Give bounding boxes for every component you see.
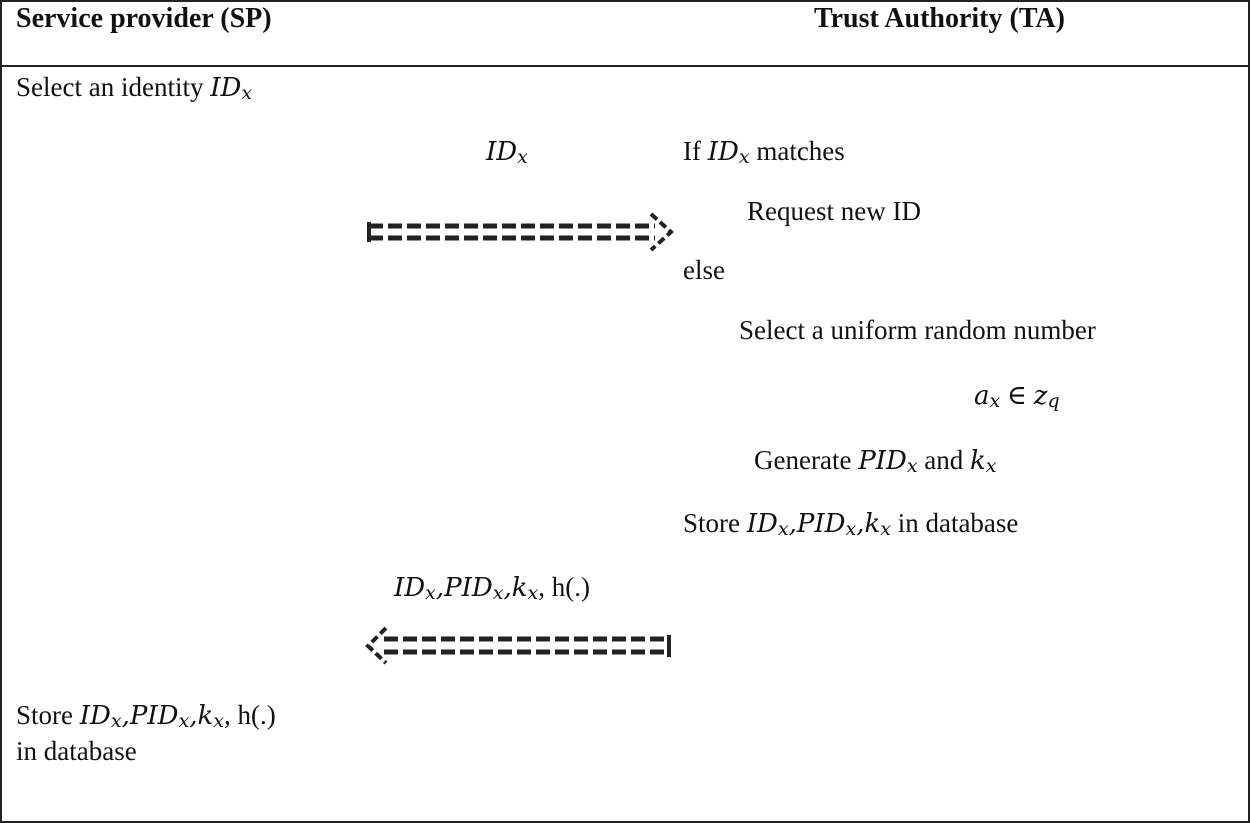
sp-store-hash: h(.) <box>237 700 276 730</box>
ta-in-symbol: ∈ <box>1006 380 1027 410</box>
ta-title: Trust Authority (TA) <box>814 3 1065 34</box>
sp-select-identity: Select an identity IDx <box>16 70 252 107</box>
sp-store: Store IDx,PIDx,kx, h(.) <box>16 700 276 732</box>
msg1-sub: x <box>517 146 528 168</box>
sp-store-prefix: Store <box>16 700 73 730</box>
ta-if-var: ID <box>707 137 739 167</box>
ta-z-var: z <box>1033 381 1048 411</box>
ta-generate: Generate PIDx and kx <box>754 443 997 480</box>
msg2-var-pid: PID <box>444 573 493 603</box>
ta-gen-sub1: x <box>906 455 918 477</box>
ta-store-var-pid: PID <box>796 509 846 539</box>
ta-a-var: a <box>974 381 990 411</box>
msg2-label: IDx,PIDx,kx, h(.) <box>394 572 590 604</box>
ta-store: Store IDx,PIDx,kx in database <box>683 508 1019 540</box>
msg1-var: ID <box>486 137 518 167</box>
ta-store-sub: x <box>880 518 891 540</box>
ta-store-suffix: in database <box>897 508 1019 538</box>
ta-if-suffix: matches <box>756 136 845 166</box>
ta-gen-var2: k <box>970 446 986 476</box>
ta-store-prefix: Store <box>683 508 740 538</box>
ta-select-random: Select a uniform random number <box>739 315 1096 345</box>
sp-store-sub: x <box>213 710 224 732</box>
ta-random-membership: ax ∈ zq <box>974 378 1060 415</box>
msg2-sub: x <box>492 582 504 604</box>
sp-store-var-pid: PID <box>129 701 179 731</box>
sp-store-line2: in database <box>16 736 137 766</box>
ta-store-var-id: ID <box>746 509 778 539</box>
sp-store-sub: x <box>110 710 122 732</box>
ta-gen-sub2: x <box>985 455 997 477</box>
msg1-label: IDx <box>486 134 528 171</box>
ta-z-sub: q <box>1047 390 1060 412</box>
msg2-sub: x <box>527 582 539 604</box>
ta-store-sub: x <box>777 518 789 540</box>
ta-else: else <box>683 255 725 285</box>
sp-select-var: ID <box>210 73 242 103</box>
sp-store-var-k: k <box>197 701 214 731</box>
sp-title: Service provider (SP) <box>16 3 272 34</box>
ta-gen-var1: PID <box>858 446 907 476</box>
ta-a-sub: x <box>989 390 1001 412</box>
ta-gen-and: and <box>924 445 964 475</box>
ta-gen-prefix: Generate <box>754 445 852 475</box>
ta-store-var-k: k <box>864 509 881 539</box>
msg2-var-id: ID <box>394 573 426 603</box>
msg2-hash: h(.) <box>551 572 590 602</box>
ta-if-matches: If IDx matches <box>683 134 845 171</box>
arrow-sp-to-ta <box>367 212 674 252</box>
sp-select-text: Select an identity <box>16 72 204 102</box>
msg2-var-k: k <box>511 573 528 603</box>
header-separator <box>0 65 1250 67</box>
msg2-sub: x <box>425 582 436 604</box>
ta-if-prefix: If <box>683 136 701 166</box>
sp-store-var-id: ID <box>79 701 111 731</box>
sp-store-sub: x <box>178 710 190 732</box>
ta-if-sub: x <box>738 146 750 168</box>
ta-store-sub: x <box>845 518 857 540</box>
arrow-ta-to-sp <box>365 626 671 665</box>
ta-request-new-id: Request new ID <box>747 196 921 226</box>
sp-select-sub: x <box>241 82 253 104</box>
